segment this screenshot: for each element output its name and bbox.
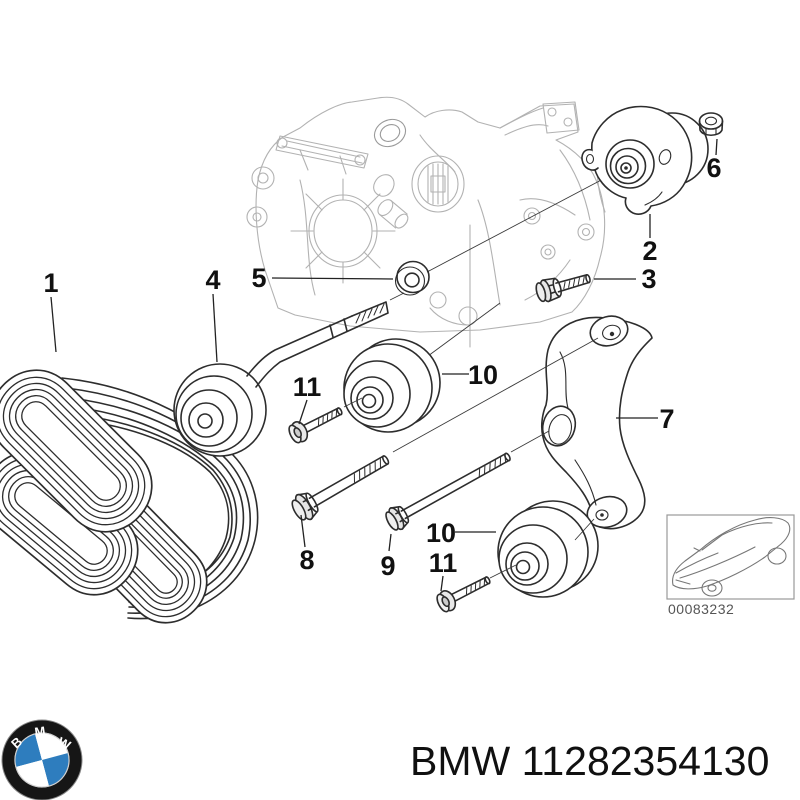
axis-line-bolt11-lower — [489, 518, 595, 579]
thumbnail-code-text: 00083232 — [668, 601, 735, 617]
tensioner-pulley-4-drawing — [173, 301, 389, 457]
part-number-text: BMW 11282354130 — [410, 738, 770, 784]
bolt-8-drawing — [291, 455, 390, 521]
callout-leader-lines — [50, 138, 718, 592]
belt-fold-line — [2, 382, 140, 520]
callout-3-4: 3 — [641, 264, 656, 294]
engine-block-drawing — [246, 96, 606, 348]
axis-line-bolt11-upper — [343, 397, 363, 408]
thumbnail-border — [666, 514, 795, 600]
bolt-3-drawing — [535, 273, 591, 303]
belt-fold-line — [0, 369, 153, 533]
callout-9-10: 9 — [380, 551, 395, 581]
car-outline-icon — [672, 517, 791, 597]
axis-line-upper-idler — [427, 302, 501, 357]
bolt-9-drawing — [385, 452, 511, 531]
axis-line-stud-washer — [389, 167, 625, 301]
vehicle-thumbnail — [666, 514, 795, 600]
washer-5-drawing — [394, 260, 430, 296]
callout-4-1: 4 — [205, 265, 220, 295]
axis-line-bolt9 — [510, 430, 550, 453]
belt-fold-line — [8, 388, 134, 514]
callout-11-6: 11 — [293, 372, 322, 402]
callout-6-5: 6 — [706, 153, 721, 183]
bolt-11-upper-drawing — [288, 407, 343, 444]
belt-fold-line — [0, 376, 146, 526]
axis-line-bolt8 — [392, 337, 599, 453]
logo-letter-m: M — [34, 723, 47, 739]
bmw-roundel-logo: B M W — [1, 719, 83, 800]
callout-10-7: 10 — [468, 360, 498, 390]
callout-11-12: 11 — [429, 548, 458, 578]
belt-fold-line — [8, 476, 114, 571]
bolt-11-lower-drawing — [436, 576, 491, 613]
callout-10-11: 10 — [426, 518, 456, 548]
belt-fold-line — [14, 482, 108, 565]
callout-8-9: 8 — [299, 545, 314, 575]
callout-1-0: 1 — [43, 268, 58, 298]
belt-fold-line — [15, 395, 127, 507]
callout-7-8: 7 — [659, 404, 674, 434]
callout-5-2: 5 — [251, 263, 266, 293]
belt-tensioner-2-drawing — [581, 105, 709, 215]
callout-2-3: 2 — [642, 236, 657, 266]
serpentine-belt-drawing — [0, 369, 259, 624]
belt-fold-line — [21, 401, 121, 501]
idler-pulley-10-upper-drawing — [343, 338, 441, 433]
idler-pulley-10-lower-drawing — [497, 500, 599, 598]
bracket-7-drawing — [540, 315, 653, 530]
nut-6-drawing — [698, 112, 724, 137]
